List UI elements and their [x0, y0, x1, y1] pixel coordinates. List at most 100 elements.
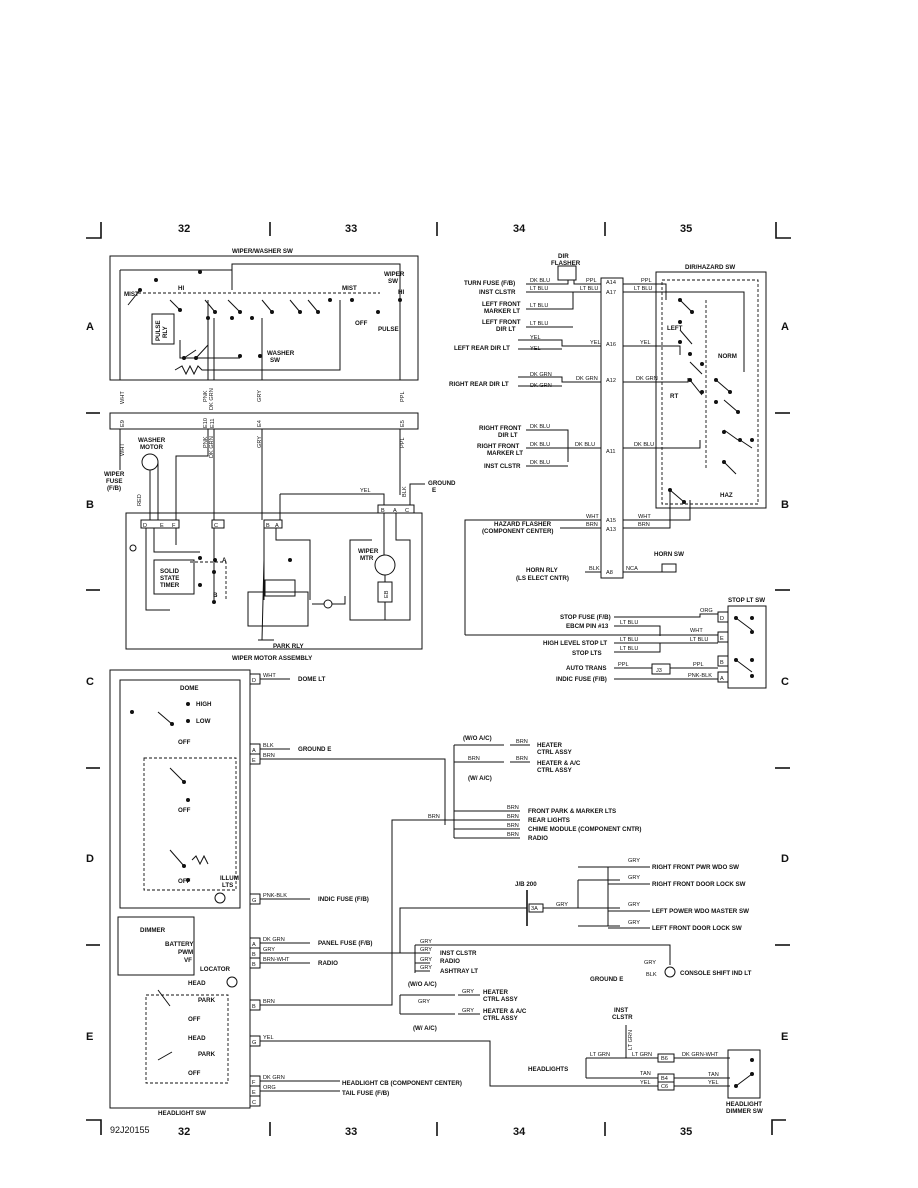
svg-text:EBCM PIN #13: EBCM PIN #13 — [566, 623, 609, 630]
svg-text:D: D — [720, 616, 724, 622]
svg-text:LT GRN: LT GRN — [628, 1030, 634, 1050]
svg-text:GROUND E: GROUND E — [590, 976, 623, 983]
svg-text:BRN: BRN — [468, 756, 480, 762]
conn-pin: E4 — [257, 420, 263, 427]
svg-text:BRN: BRN — [263, 753, 275, 759]
svg-text:G: G — [252, 1040, 256, 1046]
left-label: LEFT — [667, 325, 683, 332]
svg-text:A12: A12 — [606, 378, 616, 384]
park-rly-box — [247, 591, 309, 627]
svg-text:GRY: GRY — [420, 957, 432, 963]
svg-text:HEATER: HEATER — [483, 989, 509, 996]
svg-text:BRN: BRN — [263, 999, 275, 1005]
wiper-fuse-label: (F/B) — [107, 485, 121, 492]
svg-text:DK GRN: DK GRN — [263, 937, 285, 943]
svg-text:F: F — [172, 523, 176, 529]
svg-text:CONSOLE SHIFT IND LT: CONSOLE SHIFT IND LT — [680, 970, 752, 977]
svg-text:B: B — [252, 962, 256, 968]
washer-motor-icon — [141, 453, 159, 471]
svg-text:BRN: BRN — [428, 814, 440, 820]
svg-text:HEADLIGHTS: HEADLIGHTS — [528, 1066, 568, 1073]
timer-label: STATE — [160, 575, 179, 582]
svg-text:INDIC FUSE (F/B): INDIC FUSE (F/B) — [318, 896, 369, 903]
wiper-mtr-label: WIPER — [358, 548, 379, 555]
row-label: E — [781, 1031, 788, 1043]
svg-text:BLK: BLK — [589, 566, 600, 572]
svg-text:C6: C6 — [661, 1084, 668, 1090]
svg-text:(W/O A/C): (W/O A/C) — [408, 981, 437, 988]
svg-text:PWM: PWM — [178, 949, 193, 956]
svg-text:PPL: PPL — [586, 278, 597, 284]
row-label: D — [86, 853, 94, 865]
svg-text:BRN-WHT: BRN-WHT — [263, 957, 290, 963]
svg-text:A16: A16 — [606, 342, 616, 348]
timer-label: TIMER — [160, 582, 180, 589]
hi-label: HI — [398, 289, 404, 296]
wiper-switch-title: WIPER/WASHER SW — [232, 248, 293, 255]
svg-text:HAZARD FLASHER: HAZARD FLASHER — [494, 521, 552, 528]
svg-text:YEL: YEL — [640, 340, 651, 346]
flasher-box — [557, 265, 577, 281]
svg-text:RIGHT REAR DIR LT: RIGHT REAR DIR LT — [449, 381, 509, 388]
svg-text:TAIL FUSE (F/B): TAIL FUSE (F/B) — [342, 1090, 389, 1097]
svg-text:C: C — [405, 508, 409, 514]
svg-text:PNK-BLK: PNK-BLK — [263, 893, 287, 899]
svg-text:RIGHT FRONT: RIGHT FRONT — [477, 443, 519, 450]
svg-text:G: G — [252, 898, 256, 904]
svg-text:BRN: BRN — [586, 522, 598, 528]
svg-text:REAR LIGHTS: REAR LIGHTS — [528, 817, 570, 824]
svg-text:LEFT FRONT: LEFT FRONT — [482, 319, 521, 326]
norm-label: NORM — [718, 353, 737, 360]
svg-text:DK GRN: DK GRN — [263, 1075, 285, 1081]
svg-text:YEL: YEL — [530, 346, 541, 352]
svg-text:YEL: YEL — [640, 1080, 651, 1086]
svg-text:RED: RED — [137, 494, 143, 506]
svg-text:CTRL ASSY: CTRL ASSY — [483, 1015, 519, 1022]
stop-lamp-switch: STOP LT SW D E B A STOP FUSE (F/B) EBCM … — [465, 597, 767, 689]
svg-text:HEADLIGHT CB (COMPONENT CENTER: HEADLIGHT CB (COMPONENT CENTER) — [342, 1080, 462, 1087]
svg-text:(W/ A/C): (W/ A/C) — [413, 1025, 437, 1032]
col-label: 35 — [680, 223, 692, 235]
washer-motor-label: WASHER — [138, 437, 166, 444]
wiper-motor-assembly: D E F C B A B A C SOLID STATE TIMER A B … — [125, 504, 423, 662]
svg-text:GRY: GRY — [420, 939, 432, 945]
wiper-sw-label: SW — [388, 278, 398, 285]
svg-text:INST: INST — [614, 1007, 628, 1014]
svg-text:BRN: BRN — [507, 805, 519, 811]
svg-text:LT BLU: LT BLU — [620, 620, 638, 626]
svg-text:HEAD: HEAD — [188, 1035, 206, 1042]
rt-label: RT — [670, 393, 678, 400]
row-label: D — [781, 853, 789, 865]
svg-text:A14: A14 — [606, 280, 616, 286]
horn-switch-icon — [661, 563, 677, 573]
col-label: 33 — [345, 223, 357, 235]
col-label: 35 — [680, 1126, 692, 1138]
svg-text:3A: 3A — [531, 906, 538, 912]
headlight-switch: DOME HIGH LOW OFF OFF OFF ILLUM LTS DIMM… — [109, 669, 661, 1117]
svg-text:PPL: PPL — [400, 437, 406, 448]
svg-text:CLSTR: CLSTR — [612, 1014, 633, 1021]
row-label: E — [86, 1031, 93, 1043]
svg-text:MARKER LT: MARKER LT — [487, 450, 523, 457]
svg-text:LT BLU: LT BLU — [690, 637, 708, 643]
svg-text:(W/O A/C): (W/O A/C) — [463, 735, 492, 742]
svg-text:DK BLU: DK BLU — [530, 424, 550, 430]
locator-lamp-icon — [226, 976, 238, 988]
svg-text:DOME LT: DOME LT — [298, 676, 326, 683]
svg-text:A: A — [275, 523, 279, 529]
svg-text:HEADLIGHT: HEADLIGHT — [726, 1101, 762, 1108]
headlight-dimmer: INST CLSTR LT GRN HEADLIGHTS LT GRN LT G… — [528, 1007, 763, 1115]
svg-text:LT BLU: LT BLU — [530, 303, 548, 309]
svg-text:CTRL ASSY: CTRL ASSY — [537, 749, 573, 756]
col-label: 34 — [513, 223, 526, 235]
svg-text:B: B — [252, 1004, 256, 1010]
svg-text:GRY: GRY — [462, 1008, 474, 1014]
svg-text:E: E — [160, 523, 164, 529]
svg-text:A11: A11 — [606, 449, 616, 455]
svg-text:FRONT PARK & MARKER LTS: FRONT PARK & MARKER LTS — [528, 808, 616, 815]
dir-hazard: DIR FLASHER DIR/HAZARD SW A14 A17 A16 A1… — [449, 253, 767, 635]
svg-text:PPL: PPL — [693, 662, 704, 668]
svg-text:GRY: GRY — [257, 436, 263, 448]
svg-text:E: E — [252, 758, 256, 764]
